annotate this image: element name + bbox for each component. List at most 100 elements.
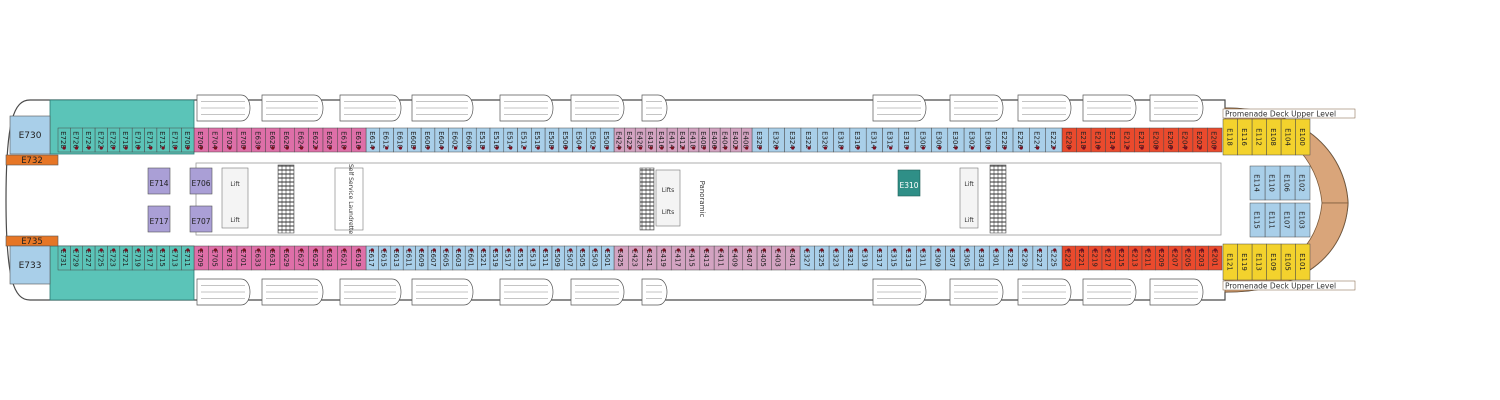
cabin-e623[interactable]: E623: [322, 245, 338, 271]
cabin-e314[interactable]: E314: [865, 127, 883, 153]
cabin-e604[interactable]: E604: [434, 127, 449, 153]
cabin-e619[interactable]: E619: [351, 245, 367, 271]
cabin-e620[interactable]: E620: [322, 127, 338, 153]
cabin-e609[interactable]: E609: [415, 245, 429, 271]
cabin-e323[interactable]: E323: [828, 245, 844, 271]
cabin-e304[interactable]: E304: [947, 127, 965, 153]
cabin-e421[interactable]: E421: [642, 245, 658, 271]
cabin-e606[interactable]: E606: [420, 127, 436, 153]
cabin-e317[interactable]: E317: [872, 245, 888, 271]
cabin-e405[interactable]: E405: [756, 245, 772, 271]
cabin-e207[interactable]: E207: [1168, 245, 1183, 271]
cabin-e625[interactable]: E625: [308, 245, 324, 271]
cabin-e410[interactable]: E410: [688, 127, 700, 153]
cabin-e306[interactable]: E306: [931, 127, 949, 153]
cabin-e312[interactable]: E312: [882, 127, 900, 153]
cabin-e508[interactable]: E508: [544, 127, 560, 153]
cabin-e320[interactable]: E320: [817, 127, 834, 153]
cabin-e105[interactable]: E105: [1280, 243, 1296, 281]
cabin-e407[interactable]: E407: [742, 245, 758, 271]
cabin-e110[interactable]: E110: [1264, 165, 1281, 201]
cabin-e722[interactable]: E722: [94, 127, 108, 153]
cabin-e420[interactable]: E420: [634, 127, 647, 153]
cabin-e705[interactable]: E705: [208, 245, 223, 271]
cabin-e112[interactable]: E112: [1251, 118, 1267, 156]
cabin-e229[interactable]: E229: [1018, 245, 1034, 271]
cabin-e611[interactable]: E611: [402, 245, 416, 271]
cabin-e724[interactable]: E724: [82, 127, 96, 153]
cabin-e300[interactable]: E300: [980, 127, 997, 153]
cabin-e612[interactable]: E612: [379, 127, 394, 153]
cabin-e414[interactable]: E414: [666, 127, 678, 153]
cabin-e413[interactable]: E413: [699, 245, 715, 271]
cabin-e600[interactable]: E600: [462, 127, 477, 153]
cabin-e108[interactable]: E108: [1266, 118, 1282, 156]
cabin-e507[interactable]: E507: [564, 245, 578, 271]
cabin-e318[interactable]: E318: [833, 127, 851, 153]
cabin-e605[interactable]: E605: [440, 245, 454, 271]
cabin-e111[interactable]: E111: [1264, 202, 1281, 238]
cabin-e113[interactable]: E113: [1251, 243, 1267, 281]
cabin-e225[interactable]: E225: [1047, 245, 1063, 271]
cabin-e409[interactable]: E409: [728, 245, 744, 271]
cabin-e425[interactable]: E425: [613, 245, 629, 271]
cabin-e223[interactable]: E223: [1061, 245, 1076, 271]
cabin-e707[interactable]: [189, 205, 213, 233]
cabin-e730[interactable]: [9, 115, 51, 155]
cabin-e519[interactable]: E519: [489, 245, 503, 271]
cabin-e215[interactable]: E215: [1115, 245, 1129, 271]
cabin-e613[interactable]: E613: [390, 245, 404, 271]
cabin-e717[interactable]: E717: [144, 245, 158, 271]
cabin-e301[interactable]: E301: [988, 245, 1005, 271]
cabin-e710[interactable]: E710: [169, 127, 182, 153]
cabin-e116[interactable]: E116: [1237, 118, 1253, 156]
cabin-e602[interactable]: E602: [448, 127, 463, 153]
cabin-e717[interactable]: [147, 205, 171, 233]
cabin-e629[interactable]: E629: [279, 245, 295, 271]
cabin-e302[interactable]: E302: [963, 127, 981, 153]
cabin-e309[interactable]: E309: [930, 245, 946, 271]
cabin-e204[interactable]: E204: [1178, 127, 1194, 153]
cabin-e621[interactable]: E621: [337, 245, 352, 271]
cabin-e714[interactable]: E714: [144, 127, 158, 153]
cabin-e502[interactable]: E502: [586, 127, 601, 153]
cabin-e607[interactable]: E607: [427, 245, 441, 271]
cabin-e633[interactable]: E633: [251, 245, 266, 271]
cabin-e702[interactable]: E702: [222, 127, 238, 153]
cabin-e103[interactable]: E103: [1294, 202, 1311, 238]
cabin-e322[interactable]: E322: [800, 127, 818, 153]
cabin-e412[interactable]: E412: [677, 127, 689, 153]
cabin-e326[interactable]: E326: [768, 127, 785, 153]
cabin-e504[interactable]: E504: [572, 127, 587, 153]
cabin-e324[interactable]: E324: [784, 127, 802, 153]
cabin-e517[interactable]: E517: [502, 245, 516, 271]
cabin-e728[interactable]: E728: [57, 127, 71, 153]
cabin-e505[interactable]: E505: [576, 245, 590, 271]
cabin-e212[interactable]: E212: [1119, 127, 1135, 153]
cabin-e400[interactable]: E400: [741, 127, 753, 153]
cabin-e121[interactable]: E121: [1222, 243, 1238, 281]
cabin-e310[interactable]: E310: [898, 127, 916, 153]
cabin-e718[interactable]: E718: [119, 127, 133, 153]
cabin-e521[interactable]: E521: [477, 245, 491, 271]
cabin-e515[interactable]: E515: [514, 245, 528, 271]
cabin-e713[interactable]: E713: [169, 245, 182, 271]
cabin-e700[interactable]: E700: [236, 127, 252, 153]
cabin-e622[interactable]: E622: [308, 127, 324, 153]
cabin-e732[interactable]: [5, 154, 59, 166]
cabin-e321[interactable]: E321: [843, 245, 859, 271]
cabin-e723[interactable]: E723: [107, 245, 121, 271]
cabin-e313[interactable]: E313: [901, 245, 917, 271]
cabin-e118[interactable]: E118: [1222, 118, 1238, 156]
cabin-e220[interactable]: E220: [1061, 127, 1077, 153]
cabin-e104[interactable]: E104: [1280, 118, 1296, 156]
cabin-e209[interactable]: E209: [1155, 245, 1169, 271]
cabin-e216[interactable]: E216: [1090, 127, 1106, 153]
cabin-e709[interactable]: E709: [193, 245, 209, 271]
cabin-e701[interactable]: E701: [236, 245, 252, 271]
cabin-e226[interactable]: E226: [1012, 127, 1030, 153]
cabin-e626[interactable]: E626: [279, 127, 295, 153]
cabin-e617[interactable]: E617: [365, 245, 379, 271]
cabin-e603[interactable]: E603: [452, 245, 466, 271]
cabin-e423[interactable]: E423: [628, 245, 643, 271]
